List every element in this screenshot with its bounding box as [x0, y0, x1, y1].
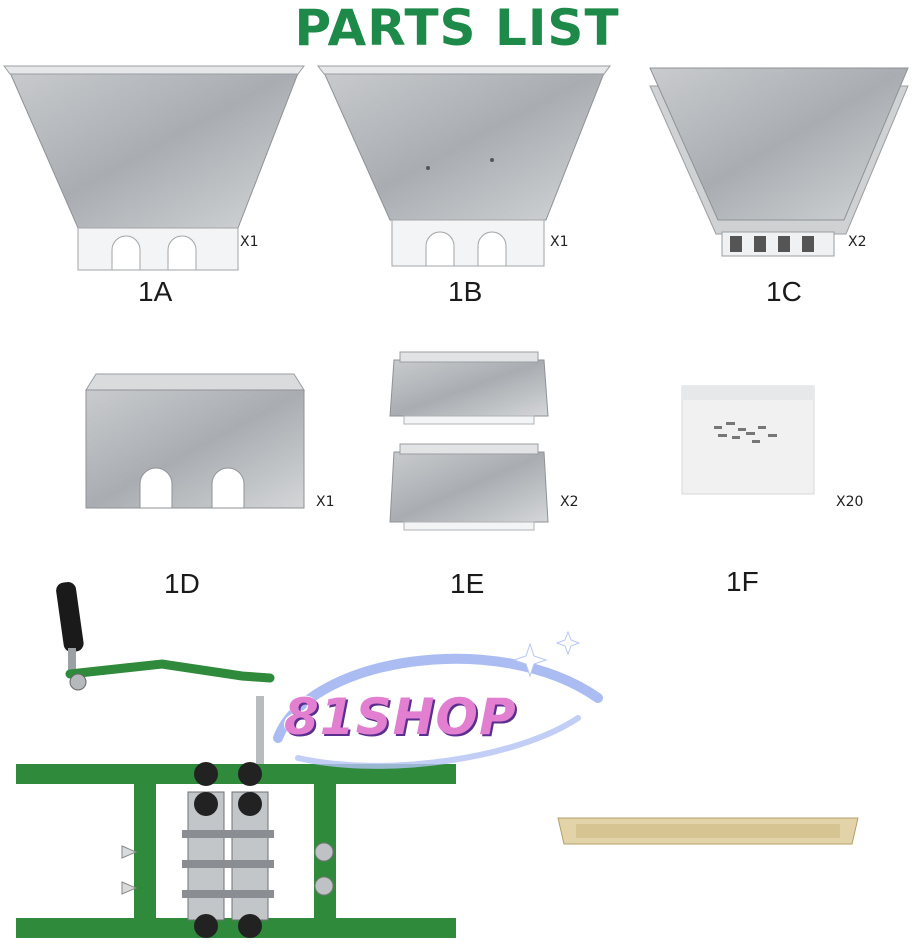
qty-1a: X1 [240, 234, 259, 250]
qty-1d: X1 [316, 494, 335, 510]
label-1f: 1F [726, 566, 759, 597]
wooden-bar-image [557, 817, 859, 845]
qty-1c: X2 [848, 234, 867, 250]
hopper-1a-image [3, 65, 305, 271]
label-1b: 1B [448, 276, 483, 307]
label-1a: 1A [138, 276, 173, 307]
cover-1d-image [85, 373, 305, 509]
label-1c: 1C [766, 276, 802, 307]
bracket-1e-image [389, 351, 549, 531]
grain-mill-frame-image [16, 581, 456, 938]
qty-1f: X20 [836, 494, 864, 510]
qty-1e: X2 [560, 494, 579, 510]
hopper-1b-image [317, 65, 611, 267]
watermark-text: 81SHOP [284, 688, 517, 746]
label-1d: 1D [164, 568, 200, 599]
watermark-swoosh [273, 630, 603, 769]
side-plate-1c-image [649, 67, 909, 257]
page-title: PARTS LIST [294, 0, 620, 57]
qty-1b: X1 [550, 234, 569, 250]
screw-bag-1f-image [681, 385, 815, 495]
label-1e: 1E [450, 568, 485, 599]
